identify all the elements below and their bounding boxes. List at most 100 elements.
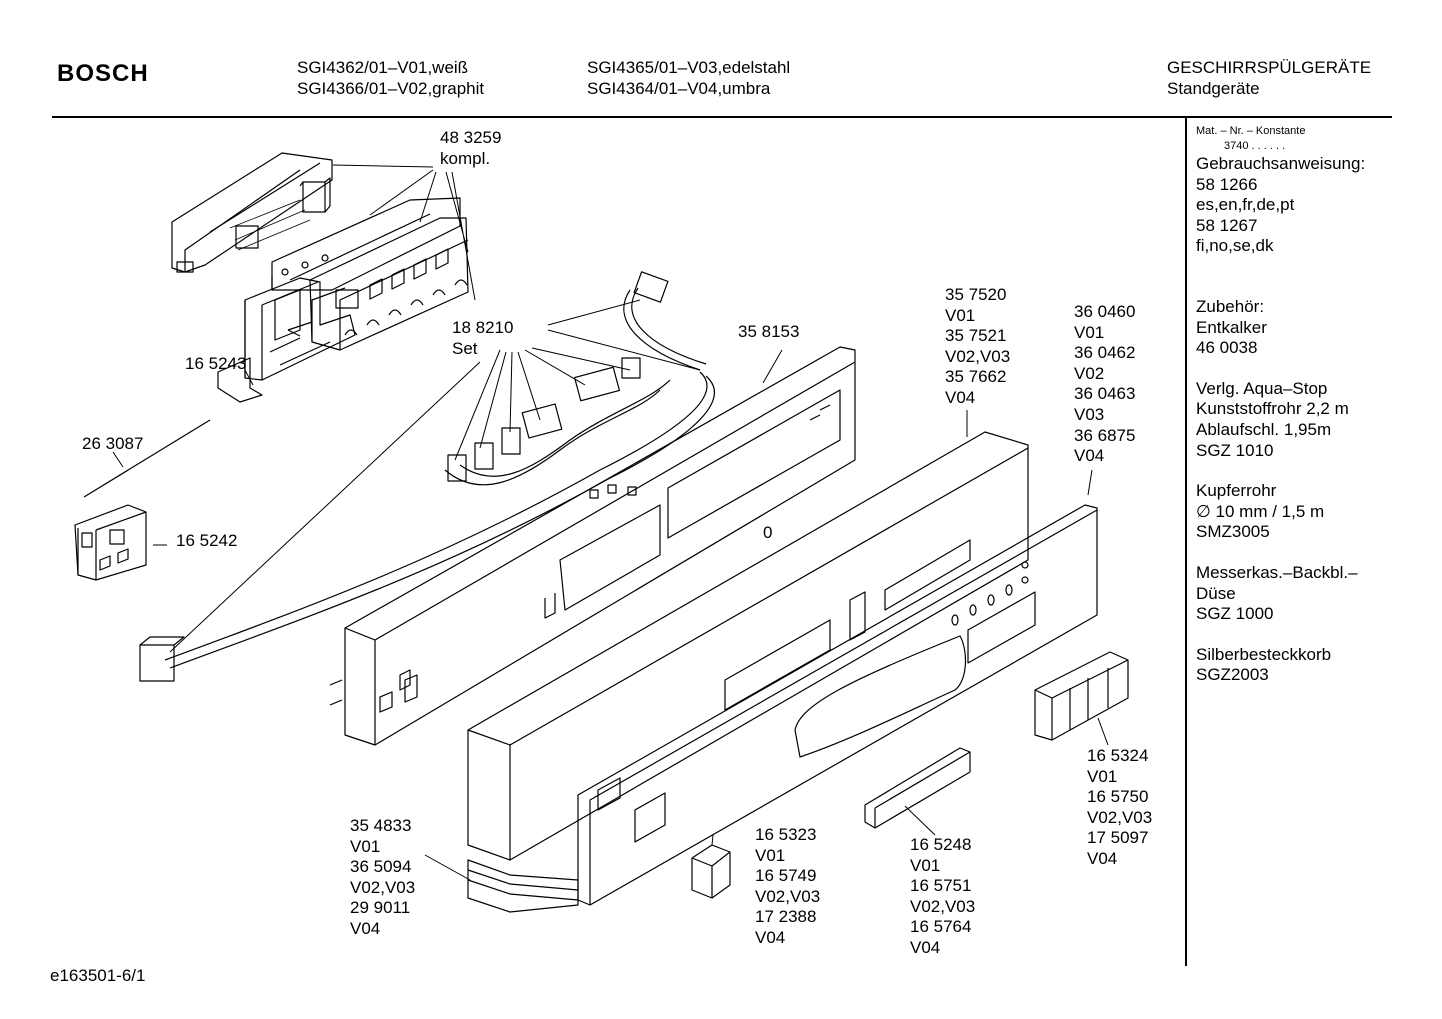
part-number: 17 2388 — [755, 907, 817, 927]
part-number: 36 0460 — [1074, 302, 1136, 321]
part-variant: V01 — [755, 845, 786, 865]
brand-logo: BOSCH — [57, 60, 149, 87]
relay-part-165242 — [74, 504, 147, 581]
part-number: 29 9011 — [350, 898, 411, 918]
sidebar-line: 46 0038 — [1196, 338, 1258, 358]
part-variant: V04 — [910, 937, 941, 957]
part-variant: V02 — [1074, 363, 1105, 383]
part-variant: V02,V03 — [350, 877, 416, 897]
part-variant: V02,V03 — [910, 896, 976, 916]
part-number: 35 7521 — [945, 326, 1007, 346]
sidebar-spacer — [1196, 461, 1365, 481]
part-number: 16 5242 — [176, 531, 238, 550]
strip-part-165248 — [864, 747, 971, 829]
model-line: SGI4365/01–V03,edelstahl — [587, 58, 791, 77]
label-358153: 35 8153 — [738, 322, 799, 343]
part-note: Set — [452, 338, 478, 358]
part-number: 16 5324 — [1087, 746, 1149, 765]
sidebar-spacer — [1196, 625, 1365, 645]
category-title: GESCHIRRSPÜLGERÄTE — [1167, 58, 1372, 77]
part-number: 16 5764 — [910, 917, 972, 937]
sidebar-line: Entkalker — [1196, 317, 1267, 337]
label-165323: 16 5323 V01 16 5749 V02,V03 17 2388 V04 — [755, 825, 820, 949]
sidebar-line: Zubehör: — [1196, 296, 1265, 316]
model-line: SGI4362/01–V01,weiß — [297, 58, 469, 77]
sidebar-line: 58 1267 — [1196, 215, 1258, 235]
sidebar-line: Ablaufschl. 1,95m — [1196, 419, 1332, 439]
part-number: 36 5094 — [350, 857, 412, 877]
part-number: 35 7520 — [945, 285, 1007, 304]
sidebar-line: SGZ 1010 — [1196, 440, 1274, 460]
sidebar-spacer — [1196, 543, 1365, 563]
part-number: 35 4833 — [350, 816, 412, 835]
part-number: 16 5243 — [185, 354, 247, 373]
part-variant: V01 — [910, 855, 941, 875]
label-165324: 16 5324 V01 16 5750 V02,V03 17 5097 V04 — [1087, 746, 1152, 870]
part-variant: V02,V03 — [945, 346, 1011, 366]
sidebar-line: Verlg. Aqua–Stop — [1196, 378, 1328, 398]
sidebar-line: Düse — [1196, 583, 1236, 603]
part-number: 35 8153 — [738, 322, 800, 341]
label-354833: 35 4833 V01 36 5094 V02,V03 29 9011 V04 — [350, 816, 415, 940]
label-165243: 16 5243 — [185, 354, 246, 375]
panel-frame-part — [329, 346, 856, 746]
part-variant: V01 — [1074, 322, 1105, 342]
part-number: 48 3259 — [440, 128, 502, 147]
part-number: 36 0462 — [1074, 343, 1136, 363]
category-block: GESCHIRRSPÜLGERÄTE Standgeräte — [1167, 57, 1371, 99]
label-zero-mark: 0 — [763, 523, 773, 542]
label-357520: 35 7520 V01 35 7521 V02,V03 35 7662 V04 — [945, 285, 1010, 409]
part-variant: V02,V03 — [755, 886, 821, 906]
rod-part-263087 — [83, 419, 211, 498]
part-number: 35 7662 — [945, 367, 1007, 387]
part-number: 17 5097 — [1087, 828, 1149, 848]
part-number: 18 8210 — [452, 318, 514, 337]
part-variant: V04 — [945, 387, 976, 407]
label-165248: 16 5248 V01 16 5751 V02,V03 16 5764 V04 — [910, 835, 975, 959]
category-subtitle: Standgeräte — [1167, 79, 1260, 98]
part-variant: V04 — [1074, 446, 1105, 466]
sidebar-line: ∅ 10 mm / 1,5 m — [1196, 501, 1325, 521]
mat-title: Mat. – Nr. – Konstante — [1196, 125, 1306, 137]
sidebar-spacer — [1196, 359, 1365, 379]
label-360460: 36 0460 V01 36 0462 V02 36 0463 V03 36 6… — [1074, 302, 1135, 467]
sidebar-line: Kupferrohr — [1196, 481, 1277, 501]
board-part-165243 — [217, 277, 356, 403]
model-line: SGI4366/01–V02,graphit — [297, 79, 485, 98]
sidebar-line: Silberbesteckkorb — [1196, 644, 1332, 664]
label-483259: 48 3259 kompl. — [440, 128, 501, 169]
sidebar-line: SGZ2003 — [1196, 665, 1269, 685]
part-variant: V04 — [350, 918, 381, 938]
part-variant: V02,V03 — [1087, 807, 1153, 827]
model-line: SGI4364/01–V04,umbra — [587, 79, 771, 98]
button-part-165323 — [691, 844, 731, 899]
part-variant: V04 — [755, 927, 786, 947]
part-variant: V01 — [945, 305, 976, 325]
label-263087: 26 3087 — [82, 434, 143, 455]
sidebar-line: 58 1266 — [1196, 174, 1258, 194]
part-number: 16 5751 — [910, 876, 972, 896]
model-list-1: SGI4362/01–V01,weiß SGI4366/01–V02,graph… — [297, 57, 484, 99]
fascia-part — [467, 431, 1029, 861]
part-number: 16 5323 — [755, 825, 817, 844]
part-variant: V03 — [1074, 404, 1105, 424]
part-variant: V01 — [350, 836, 381, 856]
buttons-part-165324 — [1034, 651, 1129, 741]
leader-lines — [112, 164, 1109, 881]
part-number: 16 5248 — [910, 835, 972, 854]
part-number: 36 6875 — [1074, 425, 1136, 445]
drawing-code: e163501-6/1 — [50, 966, 146, 985]
sidebar-spacer — [1196, 257, 1365, 277]
model-list-2: SGI4365/01–V03,edelstahl SGI4364/01–V04,… — [587, 57, 790, 99]
sidebar-line: Kunststoffrohr 2,2 m — [1196, 399, 1349, 419]
part-number: 16 5750 — [1087, 787, 1149, 807]
label-165242: 16 5242 — [176, 531, 237, 552]
part-number: 36 0463 — [1074, 384, 1136, 404]
part-number: 26 3087 — [82, 434, 144, 453]
sidebar-info: Mat. – Nr. – Konstante 3740 . . . . . . … — [1196, 124, 1365, 686]
sidebar-line: SMZ3005 — [1196, 522, 1270, 542]
sidebar-line: SGZ 1000 — [1196, 604, 1274, 624]
part-number: 16 5749 — [755, 866, 817, 886]
